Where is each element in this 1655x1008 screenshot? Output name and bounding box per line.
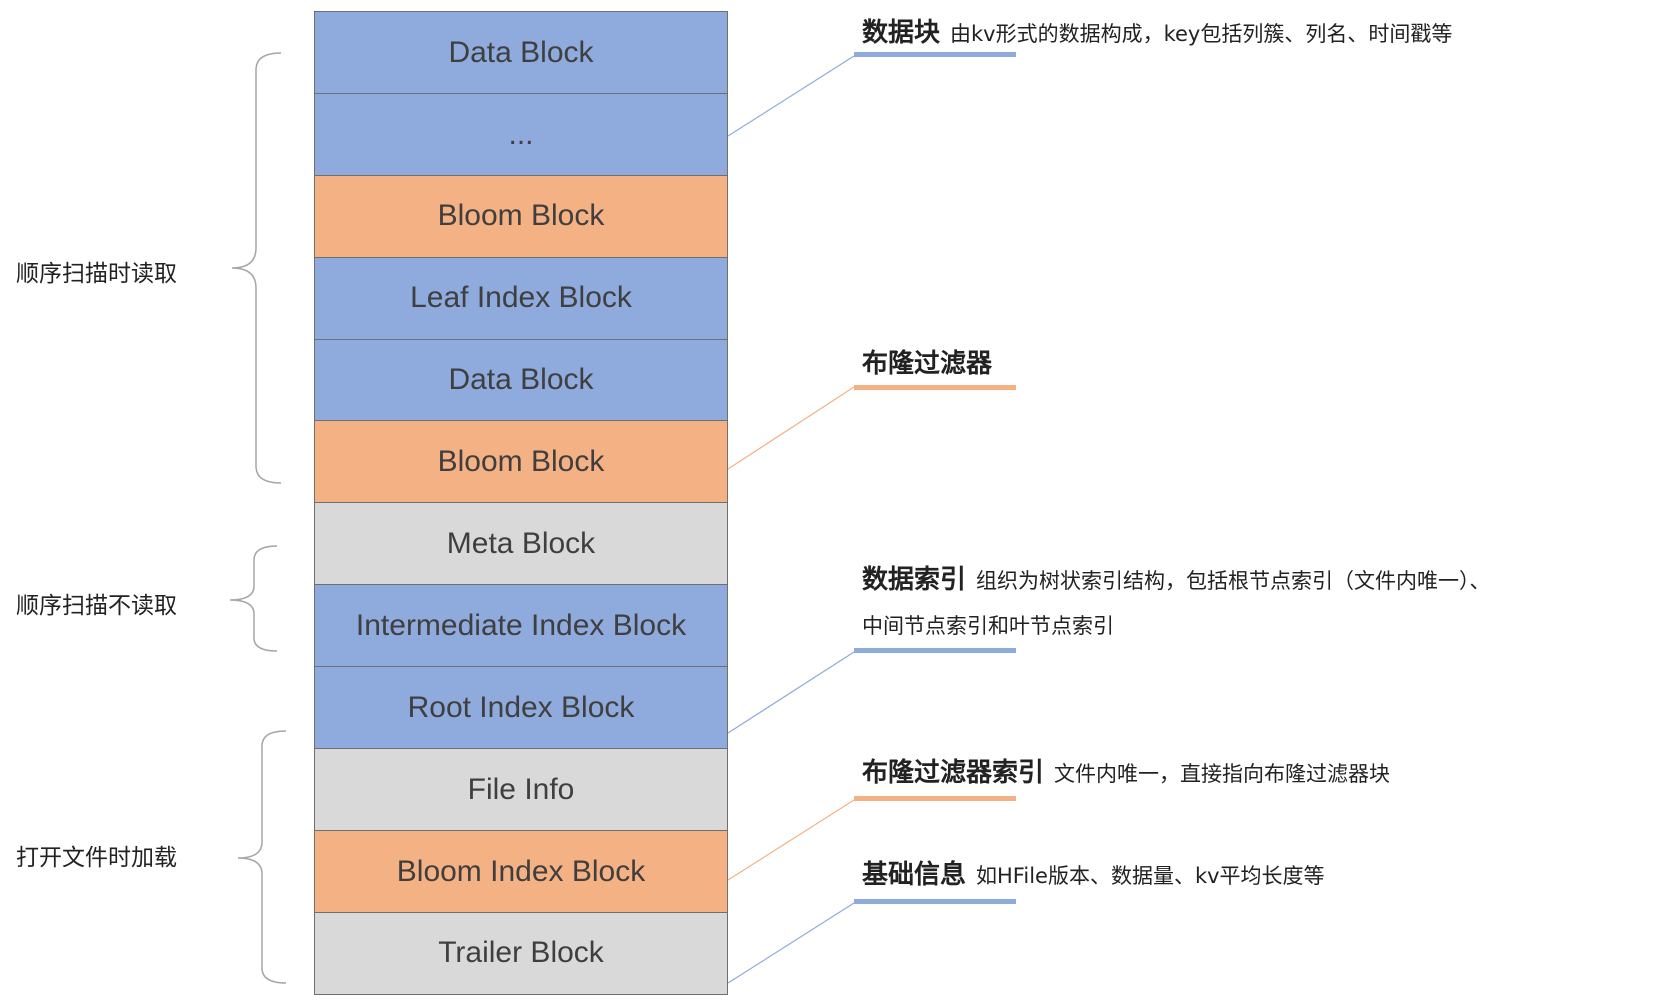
brace-sequential-read (231, 52, 282, 484)
brace-sequential-skip (229, 545, 278, 652)
block-root-index: Root Index Block (314, 666, 728, 750)
block-ellipsis: ... (314, 92, 728, 177)
connector-bloom-block (727, 386, 855, 470)
annotation-title: 基础信息 (862, 860, 967, 890)
annotation-desc: 如HFile版本、数据量、kv平均长度等 (976, 864, 1325, 888)
annotation-desc: 文件内唯一，直接指向布隆过滤器块 (1054, 762, 1391, 786)
block-trailer: Trailer Block (314, 911, 728, 996)
connector-bloom-index (727, 799, 855, 881)
group-label-load-on-open: 打开文件时加载 (16, 845, 177, 871)
annotation-data-block: 数据块由kv形式的数据构成，key包括列簇、列名、时间戳等 (862, 12, 1452, 49)
connector-trailer (727, 902, 855, 984)
block-bloom-1: Bloom Block (314, 174, 728, 259)
block-leaf-index: Leaf Index Block (314, 256, 728, 341)
block-intermediate-index: Intermediate Index Block (314, 584, 728, 668)
annotation-title: 布隆过滤器 (862, 349, 993, 379)
annotation-title: 数据索引 (862, 565, 967, 595)
annotation-underline (854, 796, 1016, 801)
group-label-sequential-read: 顺序扫描时读取 (16, 261, 177, 287)
block-meta: Meta Block (314, 502, 728, 586)
brace-load-on-open (237, 730, 287, 984)
annotation-title: 数据块 (862, 18, 941, 48)
annotation-base-info: 基础信息如HFile版本、数据量、kv平均长度等 (862, 854, 1325, 891)
annotation-desc: 组织为树状索引结构，包括根节点索引（文件内唯一）、 (976, 569, 1491, 593)
annotation-bloom-index: 布隆过滤器索引文件内唯一，直接指向布隆过滤器块 (862, 752, 1390, 789)
annotation-title: 布隆过滤器索引 (862, 758, 1045, 788)
block-stack: Data Block ... Bloom Block Leaf Index Bl… (314, 11, 728, 996)
annotation-underline (854, 648, 1016, 653)
block-data-2: Data Block (314, 338, 728, 422)
connector-root-index (727, 651, 855, 734)
annotation-bloom-filter: 布隆过滤器 (862, 343, 992, 380)
block-bloom-index: Bloom Index Block (314, 829, 728, 914)
annotation-desc: 由kv形式的数据构成，key包括列簇、列名、时间戳等 (950, 22, 1453, 46)
connector-data-block (727, 55, 855, 137)
group-label-sequential-skip: 顺序扫描不读取 (16, 593, 177, 619)
annotation-underline (854, 52, 1016, 57)
block-bloom-2: Bloom Block (314, 420, 728, 504)
annotation-underline (854, 899, 1016, 904)
annotation-data-index: 数据索引组织为树状索引结构，包括根节点索引（文件内唯一）、 中间节点索引和叶节点… (862, 559, 1491, 640)
annotation-underline (854, 385, 1016, 390)
block-file-info: File Info (314, 748, 728, 832)
block-data-1: Data Block (314, 11, 728, 95)
annotation-desc-line2: 中间节点索引和叶节点索引 (862, 614, 1114, 638)
